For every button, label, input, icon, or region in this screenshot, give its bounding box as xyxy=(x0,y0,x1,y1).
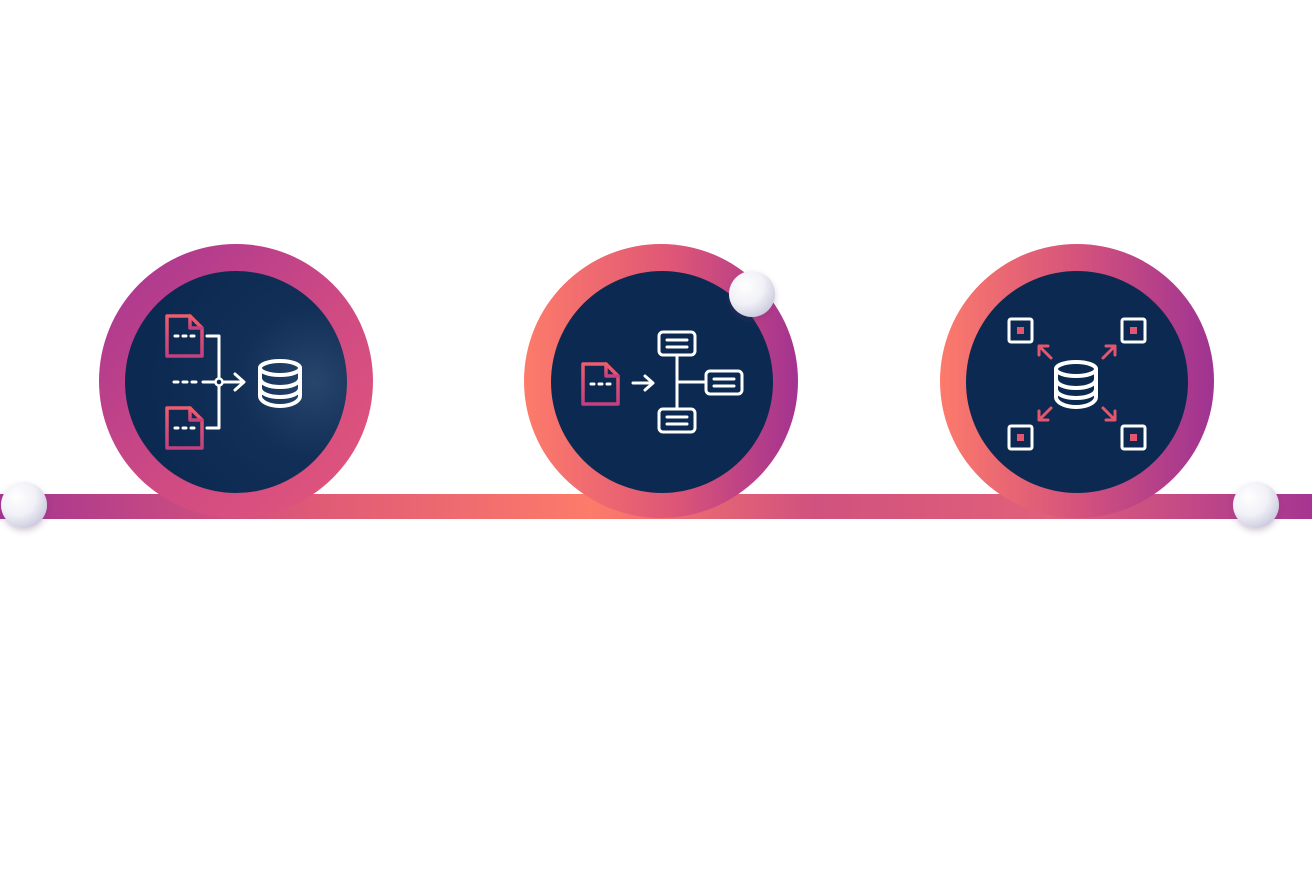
stage-structure xyxy=(524,244,798,518)
document-icon xyxy=(165,314,204,358)
tree-structure-icon xyxy=(657,330,744,434)
files-merge-into-database-icon xyxy=(165,314,302,450)
arrow-icon xyxy=(1037,344,1117,422)
stage-core xyxy=(966,271,1188,493)
sphere-node xyxy=(729,271,775,317)
node-icon xyxy=(1007,424,1034,451)
node-icon xyxy=(1007,317,1034,344)
sphere-node xyxy=(1233,482,1279,528)
document-icon xyxy=(581,362,620,406)
stage-core xyxy=(551,271,773,493)
file-to-tree-structure-icon xyxy=(581,330,744,434)
node-icon xyxy=(1120,424,1147,451)
database-icon xyxy=(258,359,302,408)
database-icon xyxy=(1054,360,1098,409)
stage-distribute xyxy=(940,244,1214,518)
node-icon xyxy=(1120,317,1147,344)
database-distribute-icon xyxy=(1007,317,1147,451)
document-icon xyxy=(165,406,204,450)
stage-ingest xyxy=(99,244,373,518)
sphere-node xyxy=(1,482,47,528)
